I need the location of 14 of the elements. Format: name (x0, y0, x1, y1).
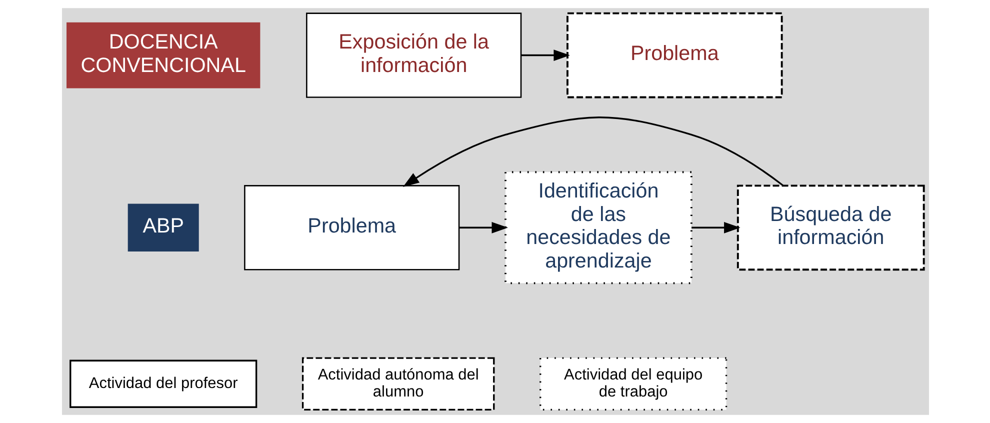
legend-label: Actividad del profesor (88, 374, 238, 392)
node-box: Búsqueda de información (736, 184, 924, 271)
node-box: ABP (127, 204, 198, 252)
arrow (402, 116, 783, 187)
legend-label: Actividad del equipo de trabajo (564, 366, 702, 400)
arrow (458, 222, 508, 234)
node-box: Exposición de la información (306, 12, 522, 98)
node-box: Identificación de las necesidades de aprendizaje (504, 171, 692, 284)
node-box: Problema (566, 12, 782, 98)
node-box: Problema (244, 185, 460, 270)
node-box: DOCENCIA CONVENCIONAL (66, 22, 260, 88)
arrow (691, 222, 740, 234)
arrow (520, 50, 570, 61)
legend-label: Actividad autónoma del alumno (317, 366, 478, 400)
